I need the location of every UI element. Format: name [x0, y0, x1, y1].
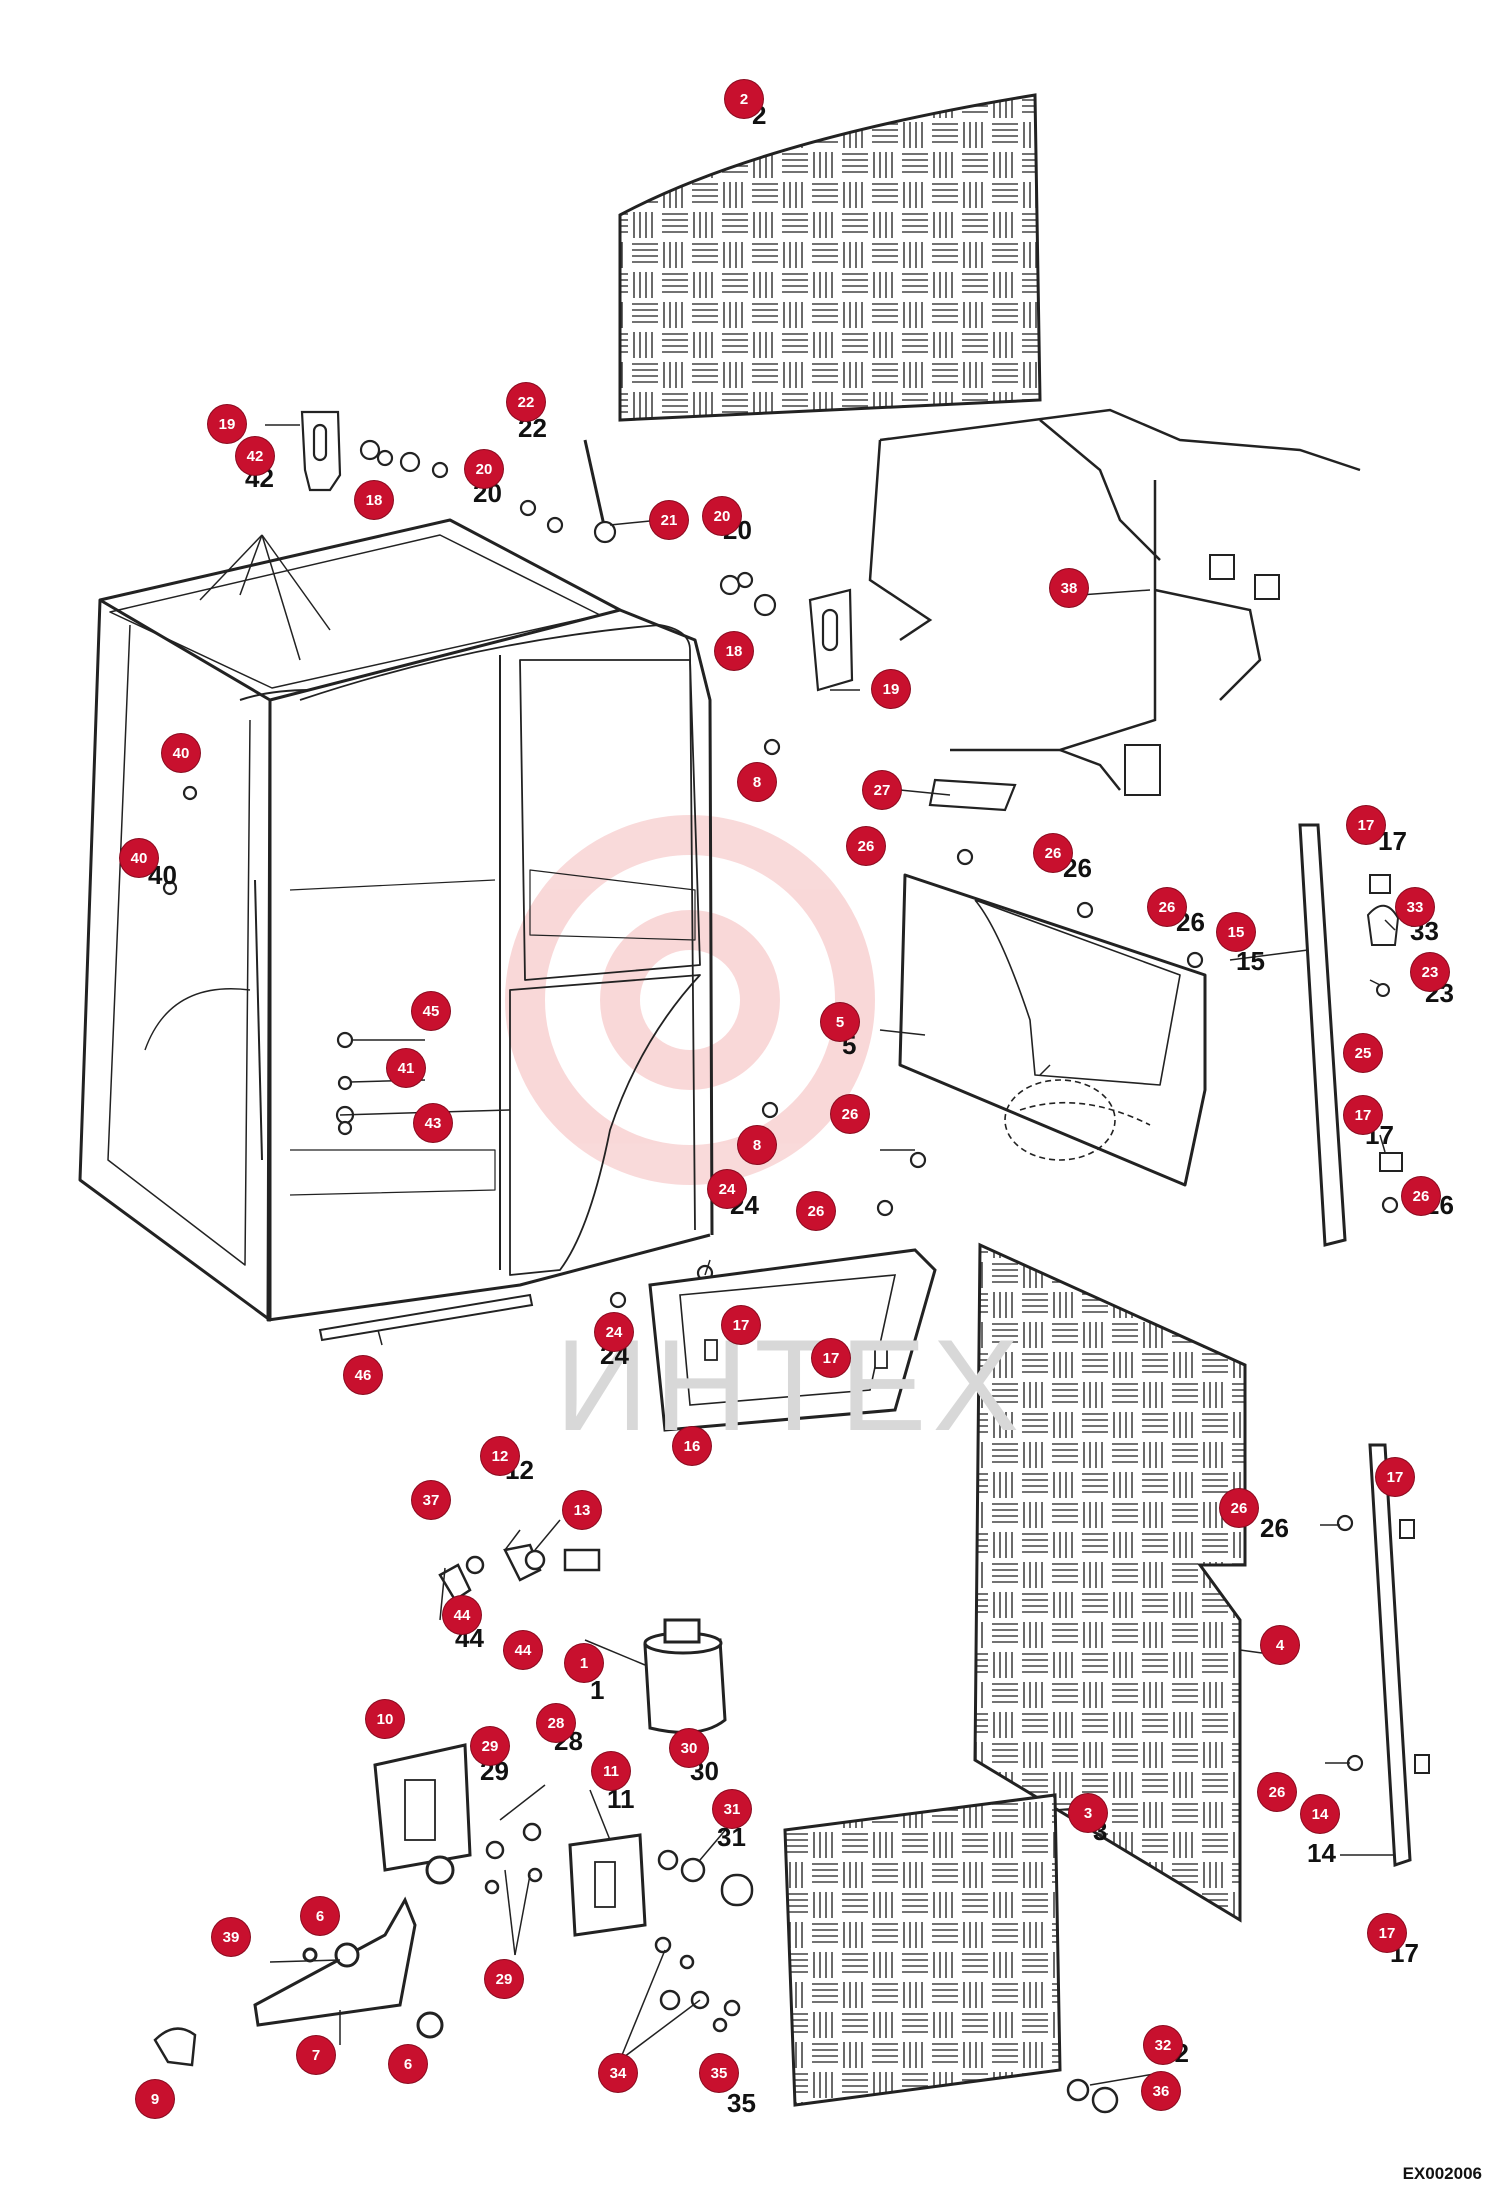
callout-part-34[interactable]: 34 — [599, 2054, 637, 2092]
callout-part-40[interactable]: 40 — [162, 734, 200, 772]
callout-part-40[interactable]: 40 — [120, 839, 158, 877]
callout-part-5[interactable]: 5 — [821, 1003, 859, 1041]
callout-part-11[interactable]: 11 — [592, 1752, 630, 1790]
wire-harness — [868, 408, 1361, 796]
part-number-label: 1 — [590, 1675, 605, 1705]
callout-part-17[interactable]: 17 — [1368, 1914, 1406, 1952]
trim-strip-15 — [1298, 823, 1347, 1247]
callout-part-32[interactable]: 32 — [1144, 2026, 1182, 2064]
callout-part-17[interactable]: 17 — [812, 1339, 850, 1377]
callout-part-13[interactable]: 13 — [563, 1491, 601, 1529]
plate-11 — [568, 1833, 647, 1937]
floor-mat-2 — [618, 93, 1042, 422]
callout-part-26[interactable]: 26 — [1258, 1773, 1296, 1811]
floor-mat-4 — [973, 1242, 1247, 1923]
part-number-label: 15 — [1236, 946, 1265, 976]
callout-part-14[interactable]: 14 — [1301, 1795, 1339, 1833]
callout-part-6[interactable]: 6 — [389, 2045, 427, 2083]
callout-part-26[interactable]: 26 — [1148, 888, 1186, 926]
callout-part-12[interactable]: 12 — [481, 1437, 519, 1475]
part-number-label: 26 — [1260, 1513, 1289, 1543]
callout-part-33[interactable]: 33 — [1396, 888, 1434, 926]
callout-part-1[interactable]: 1 — [565, 1644, 603, 1682]
callout-part-4[interactable]: 4 — [1261, 1626, 1299, 1664]
callout-part-23[interactable]: 23 — [1411, 953, 1449, 991]
callout-part-17[interactable]: 17 — [1347, 806, 1385, 844]
callout-part-17[interactable]: 17 — [1344, 1096, 1382, 1134]
washer-tank-1 — [643, 1618, 727, 1734]
callout-part-46[interactable]: 46 — [344, 1356, 382, 1394]
callout-part-24[interactable]: 24 — [708, 1170, 746, 1208]
sill-strip-46 — [318, 1293, 534, 1342]
callout-part-30[interactable]: 30 — [670, 1729, 708, 1767]
callout-part-26[interactable]: 26 — [847, 827, 885, 865]
bar-7 — [253, 1896, 444, 2039]
callout-part-26[interactable]: 26 — [1402, 1177, 1440, 1215]
callout-part-26[interactable]: 26 — [831, 1095, 869, 1133]
callout-part-8[interactable]: 8 — [738, 1126, 776, 1164]
callout-part-26[interactable]: 26 — [797, 1192, 835, 1230]
callout-part-20[interactable]: 20 — [465, 450, 503, 488]
callout-part-18[interactable]: 18 — [355, 481, 393, 519]
callout-part-42[interactable]: 42 — [236, 437, 274, 475]
callout-part-3[interactable]: 3 — [1069, 1794, 1107, 1832]
callout-part-26[interactable]: 26 — [1220, 1489, 1258, 1527]
small-parts — [162, 410, 1399, 1772]
callout-part-6[interactable]: 6 — [301, 1897, 339, 1935]
callout-part-10[interactable]: 10 — [366, 1700, 404, 1738]
callout-part-39[interactable]: 39 — [212, 1918, 250, 1956]
callout-part-44[interactable]: 44 — [443, 1596, 481, 1634]
callout-part-27[interactable]: 27 — [863, 771, 901, 809]
part-number-label: 11 — [607, 1784, 635, 1814]
callout-part-8[interactable]: 8 — [738, 763, 776, 801]
side-panel-5 — [898, 873, 1207, 1187]
callout-part-43[interactable]: 43 — [414, 1104, 452, 1142]
callout-part-44[interactable]: 44 — [504, 1631, 542, 1669]
callout-part-15[interactable]: 15 — [1217, 913, 1255, 951]
callout-part-19[interactable]: 19 — [872, 670, 910, 708]
callout-part-9[interactable]: 9 — [136, 2080, 174, 2118]
callout-part-38[interactable]: 38 — [1050, 569, 1088, 607]
cab-frame — [78, 518, 714, 1322]
part-number-label: 35 — [727, 2088, 756, 2118]
callout-part-36[interactable]: 36 — [1142, 2072, 1180, 2110]
callout-part-24[interactable]: 24 — [595, 1313, 633, 1351]
callout-part-21[interactable]: 21 — [650, 501, 688, 539]
diagram-code: EX002006 — [1402, 2164, 1482, 2183]
trim-strip-14 — [1368, 1443, 1412, 1868]
callout-part-20[interactable]: 20 — [703, 497, 741, 535]
callout-part-28[interactable]: 28 — [537, 1704, 575, 1742]
callout-part-7[interactable]: 7 — [297, 2036, 335, 2074]
callout-part-17[interactable]: 17 — [722, 1306, 760, 1344]
callout-part-29[interactable]: 29 — [471, 1727, 509, 1765]
callout-part-37[interactable]: 37 — [412, 1481, 450, 1519]
callout-part-18[interactable]: 18 — [715, 632, 753, 670]
callout-part-2[interactable]: 2 — [725, 80, 763, 118]
callout-part-31[interactable]: 31 — [713, 1790, 751, 1828]
clip-9 — [153, 2027, 197, 2067]
part-number-label: 31 — [717, 1822, 746, 1852]
callout-part-19[interactable]: 19 — [208, 405, 246, 443]
callout-part-45[interactable]: 45 — [412, 992, 450, 1030]
callout-part-29[interactable]: 29 — [485, 1960, 523, 1998]
callout-part-26[interactable]: 26 — [1034, 834, 1072, 872]
floor-mat-3 — [783, 1793, 1062, 2107]
box-10 — [373, 1743, 472, 1885]
logo-watermark — [505, 815, 875, 1185]
callout-part-16[interactable]: 16 — [673, 1427, 711, 1465]
callout-part-41[interactable]: 41 — [387, 1049, 425, 1087]
callout-part-17[interactable]: 17 — [1376, 1458, 1414, 1496]
part-number-label: 14 — [1307, 1838, 1336, 1868]
callout-part-22[interactable]: 22 — [507, 383, 545, 421]
callout-part-25[interactable]: 25 — [1344, 1034, 1382, 1072]
callout-part-35[interactable]: 35 — [700, 2054, 738, 2092]
